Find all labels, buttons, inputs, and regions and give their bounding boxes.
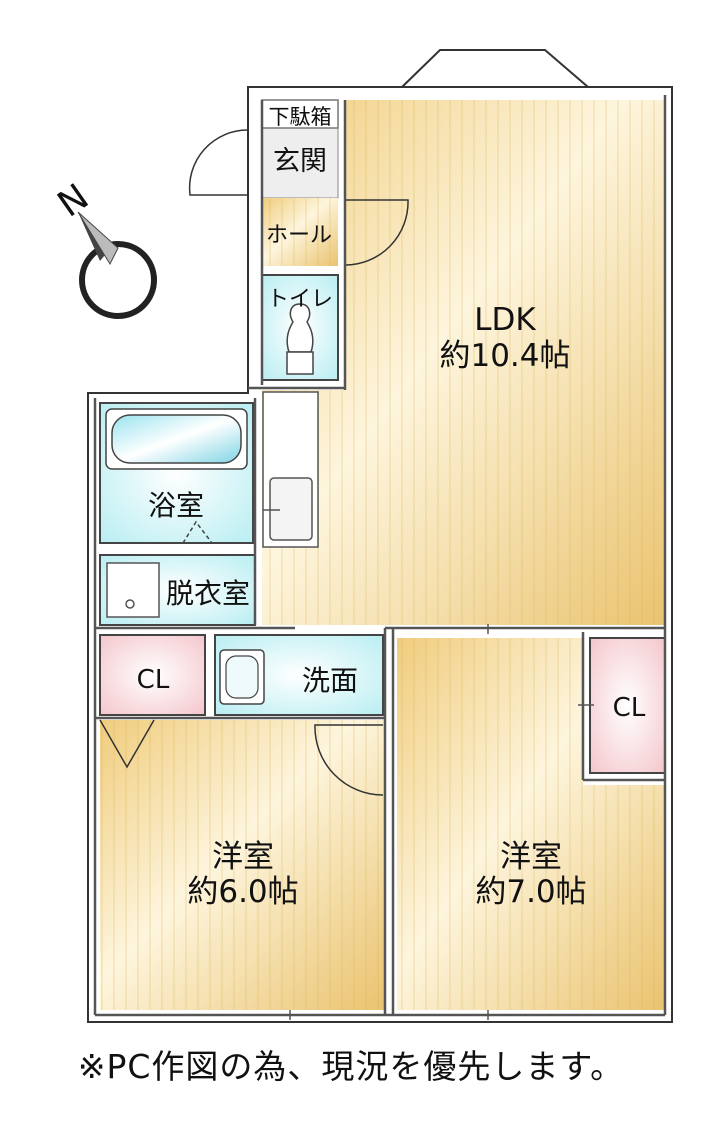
ldk-floor bbox=[262, 100, 665, 625]
closet-right bbox=[589, 637, 666, 774]
western-left-door-swing bbox=[314, 724, 384, 796]
western-left-size: 約6.0帖 bbox=[187, 874, 298, 910]
sink-icon bbox=[269, 477, 313, 541]
washroom-name: 洗面 bbox=[302, 664, 358, 697]
toilet-bowl-icon bbox=[286, 303, 314, 353]
washing-machine-pan bbox=[106, 562, 160, 618]
hall-floor bbox=[262, 198, 338, 266]
bay-window bbox=[399, 49, 591, 88]
hall-name: ホール bbox=[266, 223, 332, 248]
toilet-name: トイレ bbox=[267, 287, 333, 312]
compass-icon: N bbox=[51, 176, 157, 319]
western-left-name: 洋室 bbox=[212, 839, 274, 875]
closet-left-door bbox=[99, 719, 155, 769]
entrance-door-swing bbox=[188, 129, 249, 196]
closet-left-name: CL bbox=[137, 665, 170, 695]
ldk-name: LDK bbox=[474, 302, 536, 338]
western-right-floor bbox=[397, 638, 665, 1010]
western-right-name: 洋室 bbox=[500, 839, 562, 875]
closet-left bbox=[99, 634, 206, 716]
ldk-size: 約10.4帖 bbox=[439, 338, 570, 374]
western-right-size: 約7.0帖 bbox=[475, 874, 586, 910]
compass-label: N bbox=[51, 176, 97, 225]
disclaimer-text: ※PC作図の為、現況を優先します。 bbox=[77, 1047, 625, 1086]
dressing-name: 脱衣室 bbox=[166, 577, 250, 610]
entrance-name: 玄関 bbox=[273, 146, 327, 177]
shoe-box-name: 下駄箱 bbox=[269, 105, 332, 129]
interior-walls bbox=[93, 95, 667, 1017]
bath-name: 浴室 bbox=[148, 489, 204, 522]
western-left-floor bbox=[100, 720, 384, 1010]
closet-right-name: CL bbox=[613, 693, 646, 723]
window-marks bbox=[195, 624, 594, 1020]
hall-door-swing bbox=[344, 199, 409, 266]
